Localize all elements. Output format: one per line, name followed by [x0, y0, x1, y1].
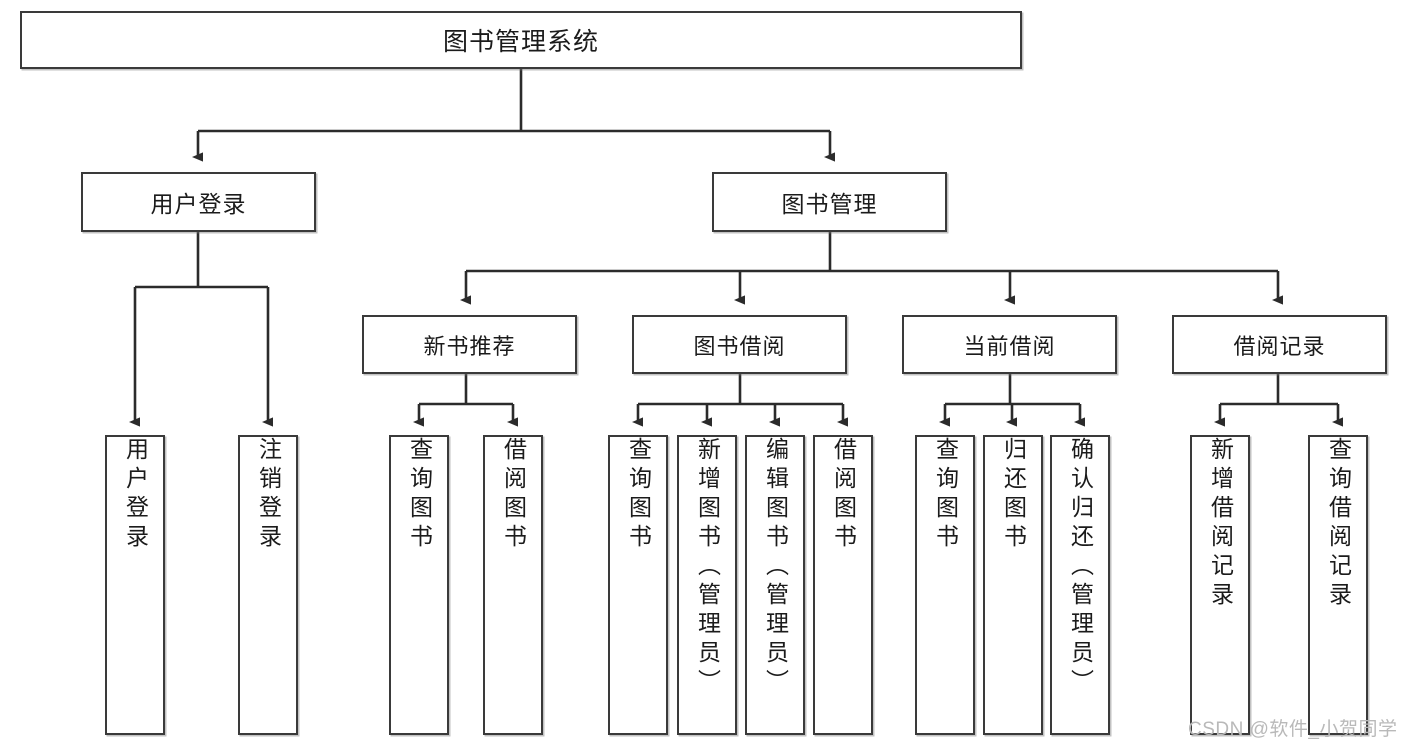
node-leaf-query-record[interactable]: 查询借阅记录 — [1308, 435, 1368, 735]
node-leaf-confirm-return[interactable]: 确认归还（管理员） — [1050, 435, 1110, 735]
node-leaf-query-book-2[interactable]: 查询图书 — [608, 435, 668, 735]
watermark-text: CSDN @软件_小贺同学 — [1188, 719, 1398, 740]
node-leaf-query-record-label: 查询借阅记录 — [1325, 437, 1352, 611]
node-leaf-query-book-3-label: 查询图书 — [932, 437, 959, 553]
node-leaf-add-book-label: 新增图书（管理员） — [694, 437, 721, 698]
node-leaf-logout-label: 注销登录 — [255, 437, 282, 553]
node-leaf-edit-book[interactable]: 编辑图书（管理员） — [745, 435, 805, 735]
node-leaf-query-book-1-label: 查询图书 — [406, 437, 433, 553]
node-leaf-add-record[interactable]: 新增借阅记录 — [1190, 435, 1250, 735]
node-leaf-confirm-return-label: 确认归还（管理员） — [1067, 437, 1094, 698]
node-root-label: 图书管理系统 — [442, 28, 599, 56]
node-leaf-borrow-book-1-label: 借阅图书 — [500, 437, 527, 553]
node-borrow-record[interactable]: 借阅记录 — [1172, 315, 1387, 374]
node-leaf-logout[interactable]: 注销登录 — [238, 435, 298, 735]
node-user-login[interactable]: 用户登录 — [81, 172, 316, 232]
node-leaf-return-book-label: 归还图书 — [1000, 437, 1027, 553]
node-borrow-record-label: 借阅记录 — [1233, 333, 1326, 359]
node-book-manage-label: 图书管理 — [781, 191, 878, 217]
node-book-manage[interactable]: 图书管理 — [712, 172, 947, 232]
node-root[interactable]: 图书管理系统 — [20, 11, 1022, 69]
node-user-login-label: 用户登录 — [150, 191, 247, 217]
node-leaf-edit-book-label: 编辑图书（管理员） — [762, 437, 789, 698]
node-leaf-add-record-label: 新增借阅记录 — [1207, 437, 1234, 611]
node-leaf-query-book-2-label: 查询图书 — [625, 437, 652, 553]
node-current-borrow[interactable]: 当前借阅 — [902, 315, 1117, 374]
node-leaf-query-book-1[interactable]: 查询图书 — [389, 435, 449, 735]
node-leaf-user-login[interactable]: 用户登录 — [105, 435, 165, 735]
node-leaf-return-book[interactable]: 归还图书 — [983, 435, 1043, 735]
node-leaf-add-book[interactable]: 新增图书（管理员） — [677, 435, 737, 735]
node-new-book-rec-label: 新书推荐 — [423, 333, 516, 359]
node-leaf-user-login-label: 用户登录 — [122, 437, 149, 553]
node-book-borrow-label: 图书借阅 — [693, 333, 786, 359]
node-book-borrow[interactable]: 图书借阅 — [632, 315, 847, 374]
node-leaf-borrow-book-2-label: 借阅图书 — [830, 437, 857, 553]
node-leaf-query-book-3[interactable]: 查询图书 — [915, 435, 975, 735]
node-leaf-borrow-book-1[interactable]: 借阅图书 — [483, 435, 543, 735]
node-leaf-borrow-book-2[interactable]: 借阅图书 — [813, 435, 873, 735]
node-current-borrow-label: 当前借阅 — [963, 333, 1056, 359]
node-new-book-rec[interactable]: 新书推荐 — [362, 315, 577, 374]
